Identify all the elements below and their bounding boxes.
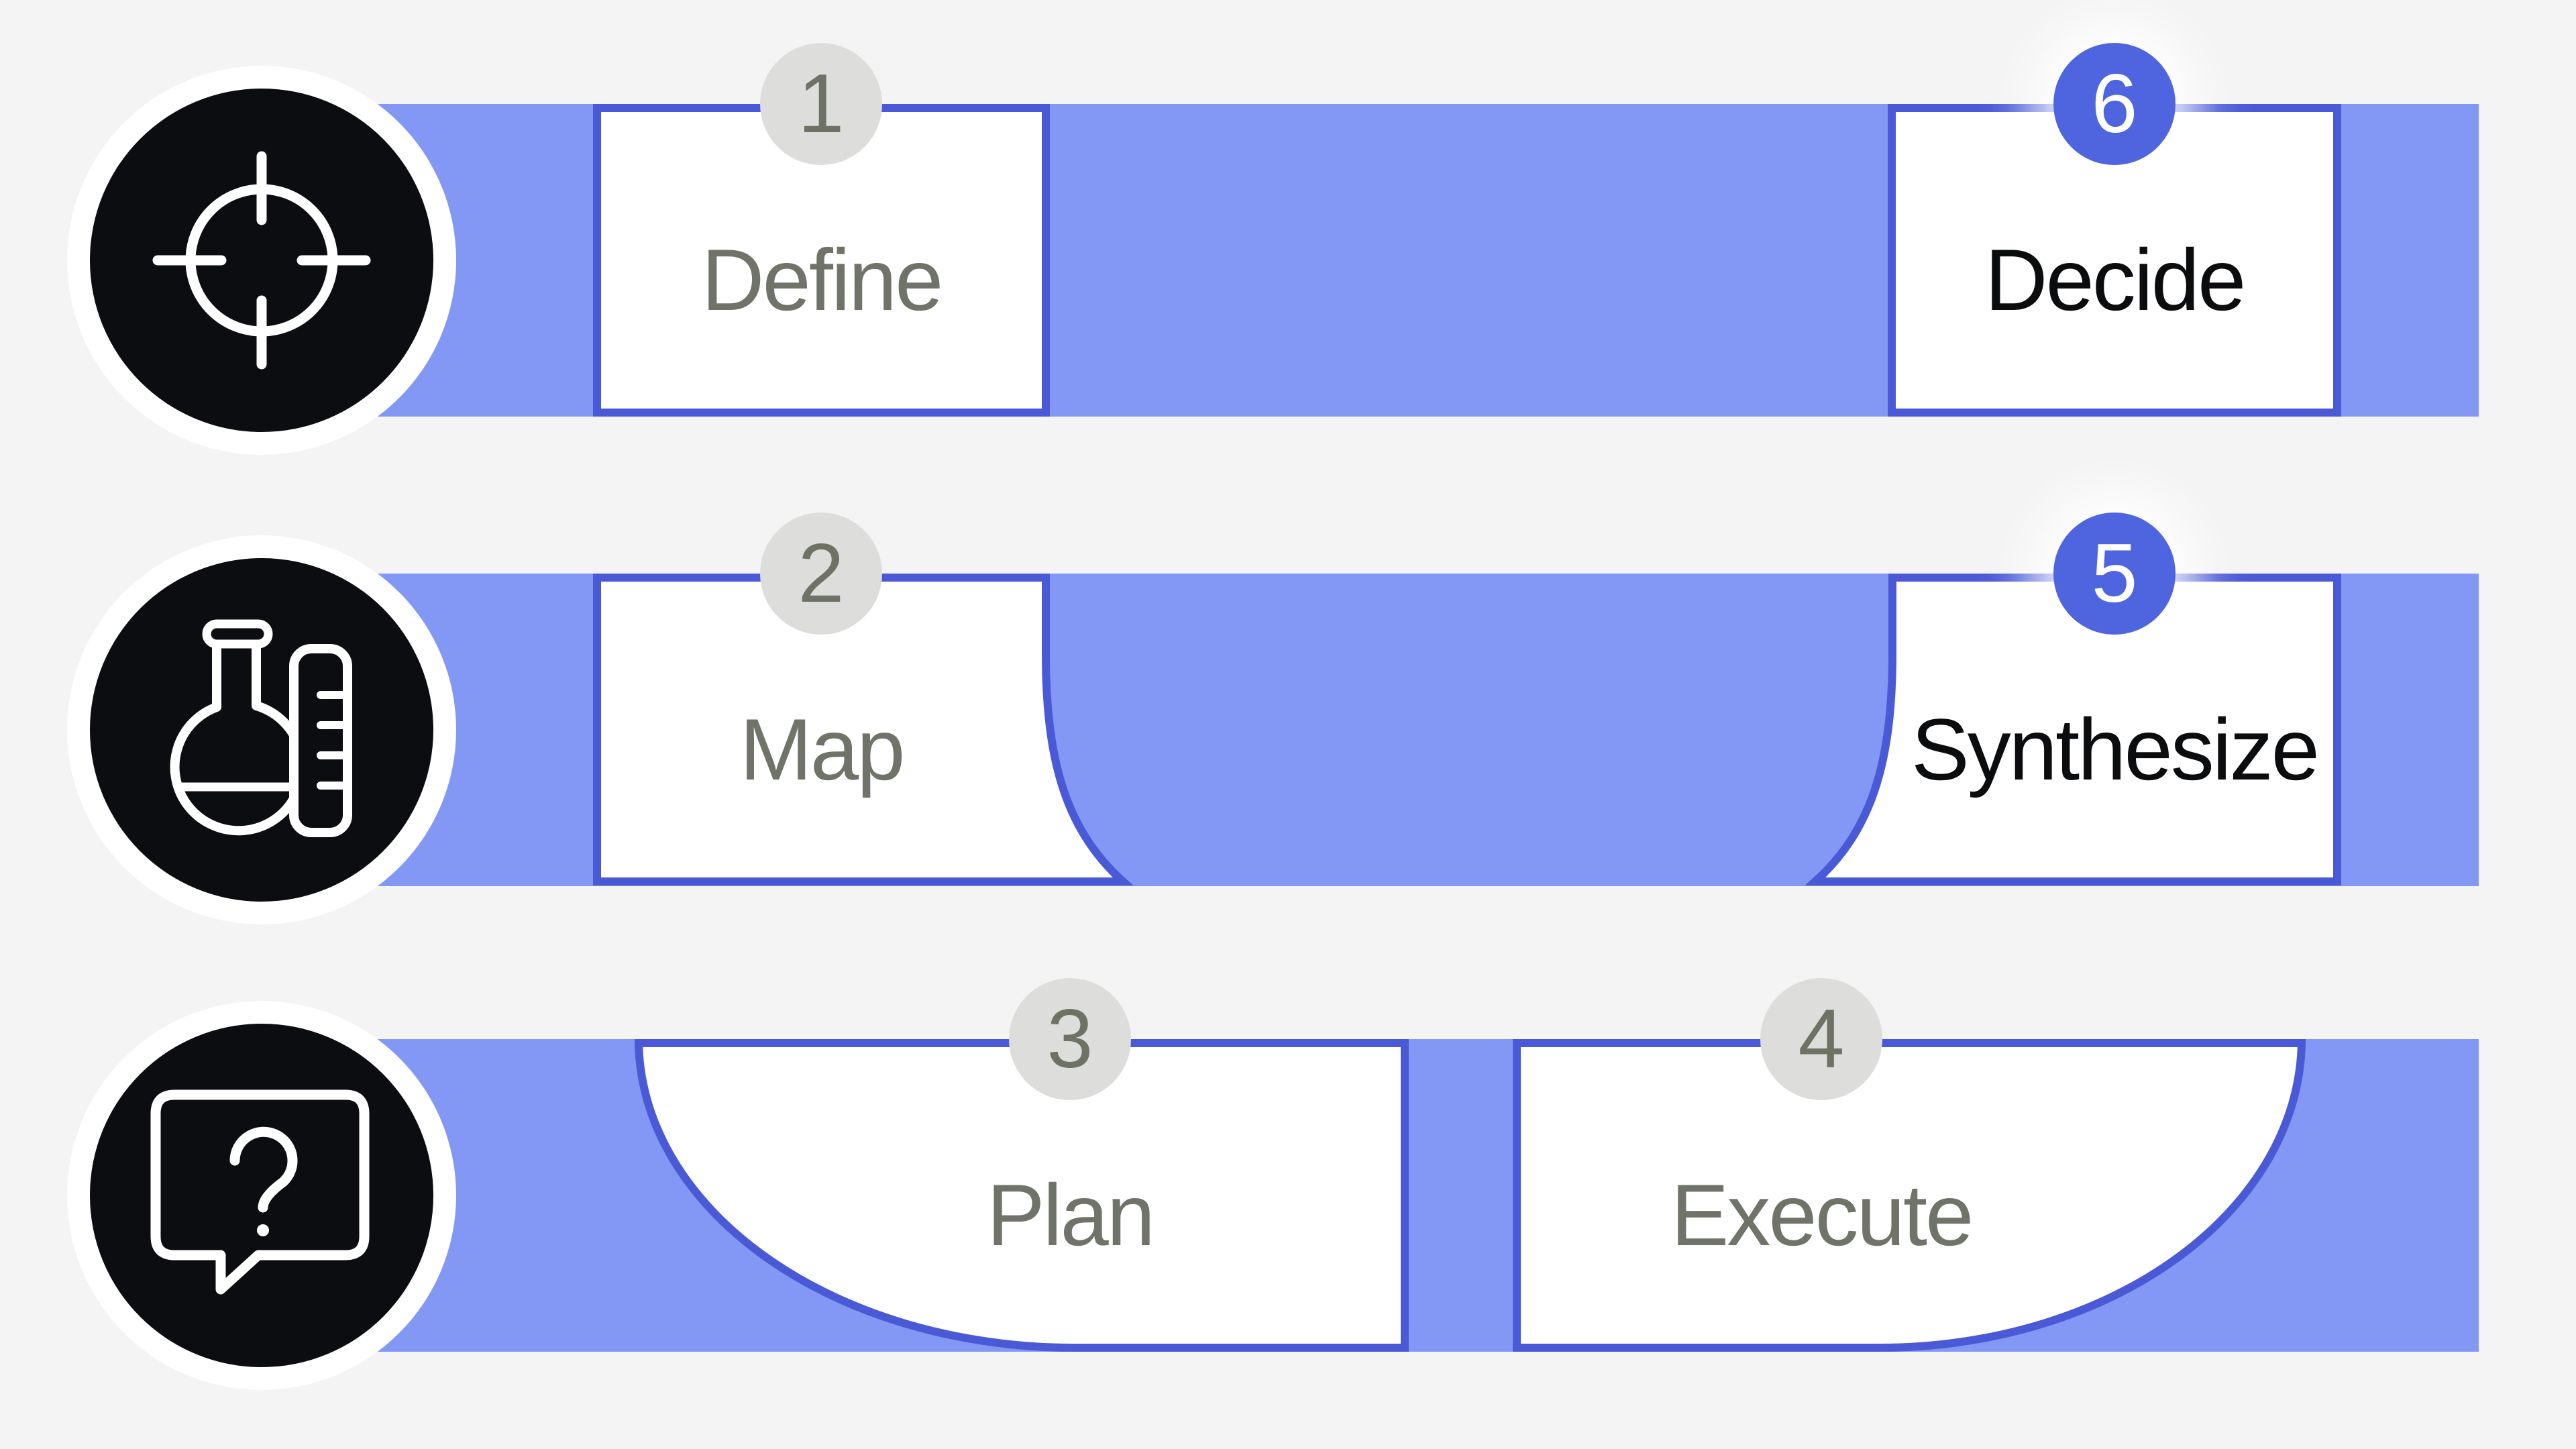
step-badge-6: 6: [2053, 43, 2176, 165]
flask-icon: [86, 554, 437, 906]
step-badge-5: 5: [2053, 513, 2176, 635]
step-label-text: Execute: [1670, 1166, 1974, 1264]
step-label-execute: Execute: [1513, 1039, 2306, 1352]
step-number: 6: [2091, 58, 2138, 150]
step-number: 1: [798, 58, 845, 150]
step-label-plan: Plan: [635, 1039, 1409, 1352]
step-shape-map: [593, 574, 1134, 885]
step-badge-1: 1: [760, 43, 882, 165]
step-label-text: Synthesize: [1911, 700, 2320, 798]
step-label-define: Define: [593, 104, 1050, 417]
step-number: 2: [798, 527, 845, 620]
step-number: 3: [1046, 993, 1093, 1085]
step-label-text: Define: [701, 231, 944, 329]
step-badge-4: 4: [1760, 978, 1882, 1100]
chat-question-icon: [86, 1020, 437, 1371]
step-label-text: Map: [739, 700, 906, 798]
step-badge-3: 3: [1009, 978, 1131, 1100]
step-number: 5: [2091, 527, 2138, 620]
step-label-text: Decide: [1984, 231, 2247, 329]
step-shape-synthesize: [1805, 574, 2341, 885]
step-label-map: Map: [593, 574, 1050, 886]
step-label-synthesize: Synthesize: [1888, 574, 2341, 886]
target-icon: [86, 85, 437, 436]
step-label-text: Plan: [986, 1166, 1155, 1264]
step-badge-2: 2: [760, 513, 882, 635]
step-label-decide: Decide: [1888, 104, 2341, 417]
step-number: 4: [1798, 993, 1845, 1085]
